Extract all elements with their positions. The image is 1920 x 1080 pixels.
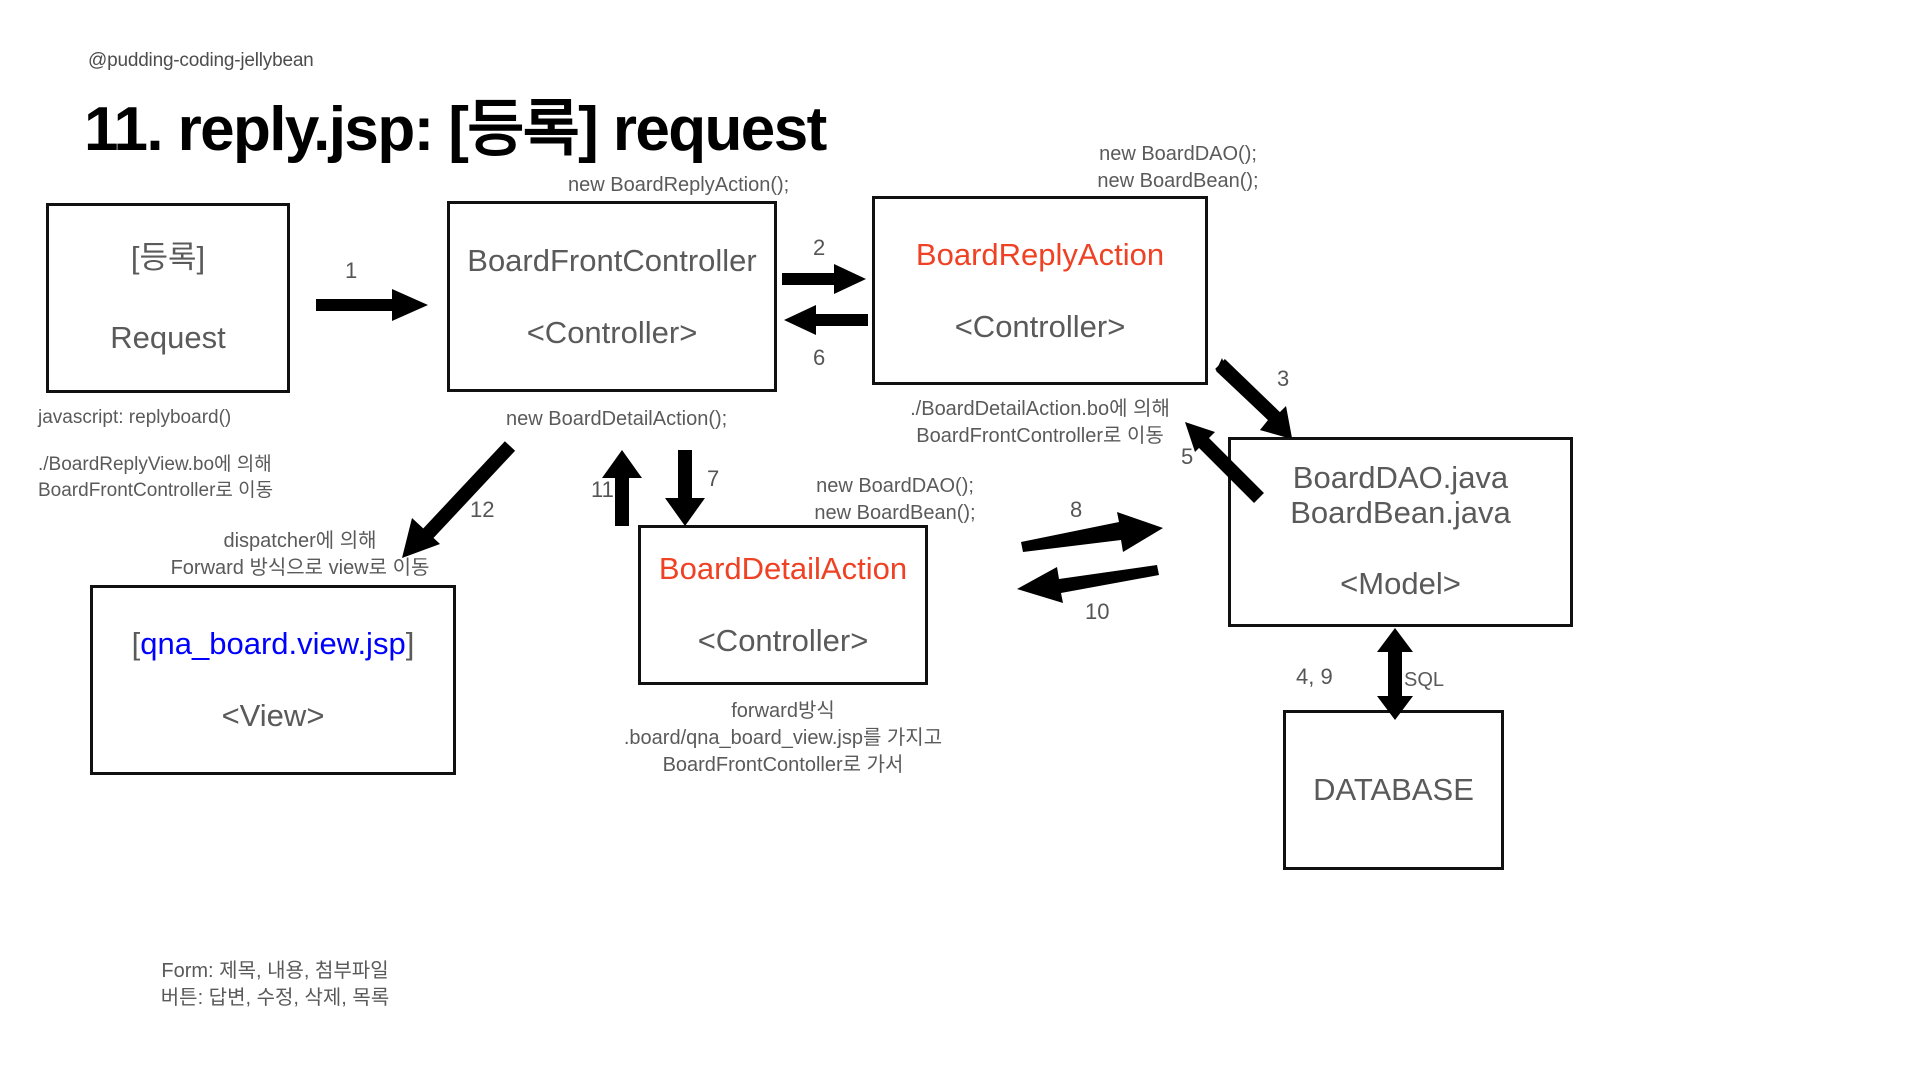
note-javascript-call: javascript: replyboard() [38,407,232,428]
arrow-step-5 [1177,416,1264,503]
arrow-step-6 [782,303,868,337]
box-board-reply-action[interactable]: BoardReplyAction <Controller> [872,196,1208,385]
step-number-10: 10 [1085,599,1110,624]
step-number-12: 12 [470,497,495,522]
note-sql-label: SQL [1404,669,1445,691]
bracket-open: [ [131,626,141,662]
step-number-2: 2 [813,235,826,260]
note-detail-action-route: ./BoardDetailAction.bo에 의해 BoardFrontCon… [910,398,1170,447]
box-front-controller-line2: <Controller> [526,314,698,350]
arrow-step-1 [316,285,432,325]
box-model[interactable]: BoardDAO.java BoardBean.java <Model> [1228,437,1573,627]
arrow-step-11 [600,450,644,528]
step-number-4-9: 4, 9 [1296,664,1333,689]
jsp-file-name: qna_board.view.jsp [140,626,406,662]
step-number-7: 7 [707,466,720,491]
arrow-step-10 [1015,565,1161,609]
note-reply-view-route: ./BoardReplyView.bo에 의해 BoardFrontContro… [38,454,274,501]
note-new-dao-bean-mid: new BoardDAO(); new BoardBean(); [814,475,976,524]
box-view-line2: <View> [221,698,325,733]
step-number-6: 6 [813,345,826,370]
box-view[interactable]: [qna_board.view.jsp] <View> [90,585,456,775]
box-model-line1: BoardDAO.java [1292,460,1509,496]
box-database[interactable]: DATABASE [1283,710,1504,870]
step-number-1: 1 [345,258,358,283]
arrow-step-12 [388,440,518,566]
box-request[interactable]: [등록] Request [46,203,290,393]
arrow-step-2 [782,262,868,296]
box-board-front-controller[interactable]: BoardFrontController <Controller> [447,201,777,392]
arrow-step-3 [1215,358,1306,448]
box-reply-action-line2: <Controller> [954,308,1126,344]
bracket-close: ] [405,626,415,662]
box-detail-action-line2: <Controller> [697,623,869,658]
arrow-step-4-9 [1373,628,1417,720]
note-view-form: Form: 제목, 내용, 첨부파일 버튼: 답변, 수정, 삭제, 목록 [160,960,390,1009]
note-new-dao-bean-top: new BoardDAO(); new BoardBean(); [1097,143,1259,192]
note-dispatcher-forward: dispatcher에 의해 Forward 방식으로 view로 이동 [170,530,430,579]
note-new-detail-action: new BoardDetailAction(); [506,408,728,430]
arrow-step-8 [1019,510,1165,554]
box-reply-action-line1: BoardReplyAction [915,236,1165,272]
note-new-reply-action: new BoardReplyAction(); [568,174,790,196]
box-detail-action-line1: BoardDetailAction [658,551,908,587]
box-front-controller-line1: BoardFrontController [467,242,757,278]
note-forward-detail: forward방식 .board/qna_board_view.jsp를 가지고… [623,700,943,776]
step-number-5: 5 [1181,444,1194,469]
box-model-line3: <Model> [1340,565,1461,601]
box-database-line1: DATABASE [1313,772,1474,808]
box-request-line2: Request [110,320,226,355]
box-request-line1: [등록] [130,240,206,276]
page-title: 11. reply.jsp: [등록] request [84,95,827,164]
box-model-line2: BoardBean.java [1290,495,1511,531]
box-board-detail-action[interactable]: BoardDetailAction <Controller> [638,525,928,685]
step-number-11: 11 [591,477,614,502]
step-number-8: 8 [1070,497,1083,522]
arrow-step-7 [663,450,707,528]
author-handle: @pudding-coding-jellybean [88,50,314,71]
step-number-3: 3 [1277,366,1290,391]
box-view-jsp: [qna_board.view.jsp] [132,625,415,663]
